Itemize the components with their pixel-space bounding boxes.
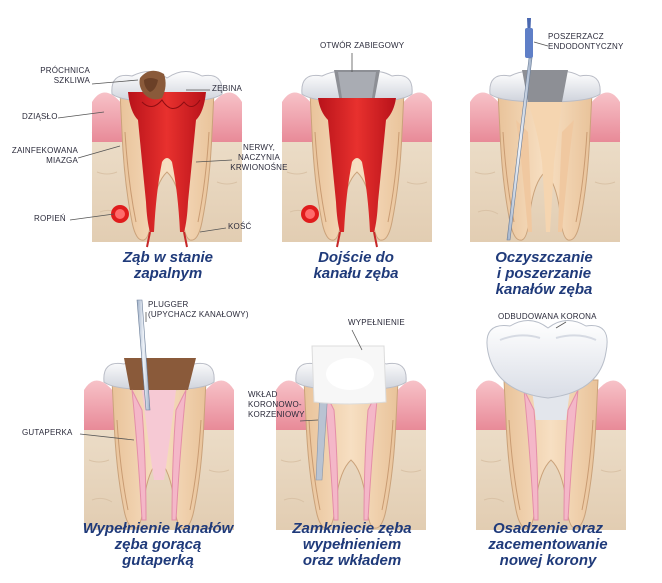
label-wypelnienie: WYPEŁNIENIE bbox=[348, 318, 405, 327]
tooth-cleaning bbox=[469, 70, 621, 243]
label-nerwy: NERWY, NACZYNIA KRWIONOŚNE bbox=[230, 143, 288, 172]
label-zebina: ZĘBINA bbox=[212, 84, 243, 93]
label-otwor: OTWÓR ZABIEGOWY bbox=[320, 41, 405, 50]
label-gutaperka: GUTAPERKA bbox=[22, 428, 73, 437]
label-korona: ODBUDOWANA KORONA bbox=[498, 312, 597, 321]
tooth-access bbox=[281, 70, 433, 248]
tooth-gutta-percha bbox=[83, 358, 235, 531]
label-wklad: WKŁAD KORONOWO- KORZENIOWY bbox=[248, 390, 305, 419]
leader-lines bbox=[57, 41, 567, 441]
filling-block bbox=[311, 345, 387, 405]
label-poszerzacz: POSZERZACZ ENDODONTYCZNY bbox=[548, 32, 624, 51]
new-crown bbox=[486, 320, 608, 399]
tooth-inflamed bbox=[91, 70, 243, 248]
endodontic-file bbox=[506, 18, 533, 241]
label-dziaslo: DZIĄSŁO bbox=[22, 112, 58, 121]
label-kosc: KOŚĆ bbox=[228, 222, 252, 231]
label-ropien: ROPIEŃ bbox=[34, 214, 66, 223]
label-prochnica: PRÓCHNICA SZKLIWA bbox=[40, 66, 90, 85]
label-zainfekowana: ZAINFEKOWANA MIAZGA bbox=[11, 146, 78, 165]
plugger-instrument bbox=[136, 299, 151, 411]
tooth-crown bbox=[475, 379, 627, 531]
label-plugger: PLUGGER (UPYCHACZ KANAŁOWY) bbox=[148, 300, 249, 319]
